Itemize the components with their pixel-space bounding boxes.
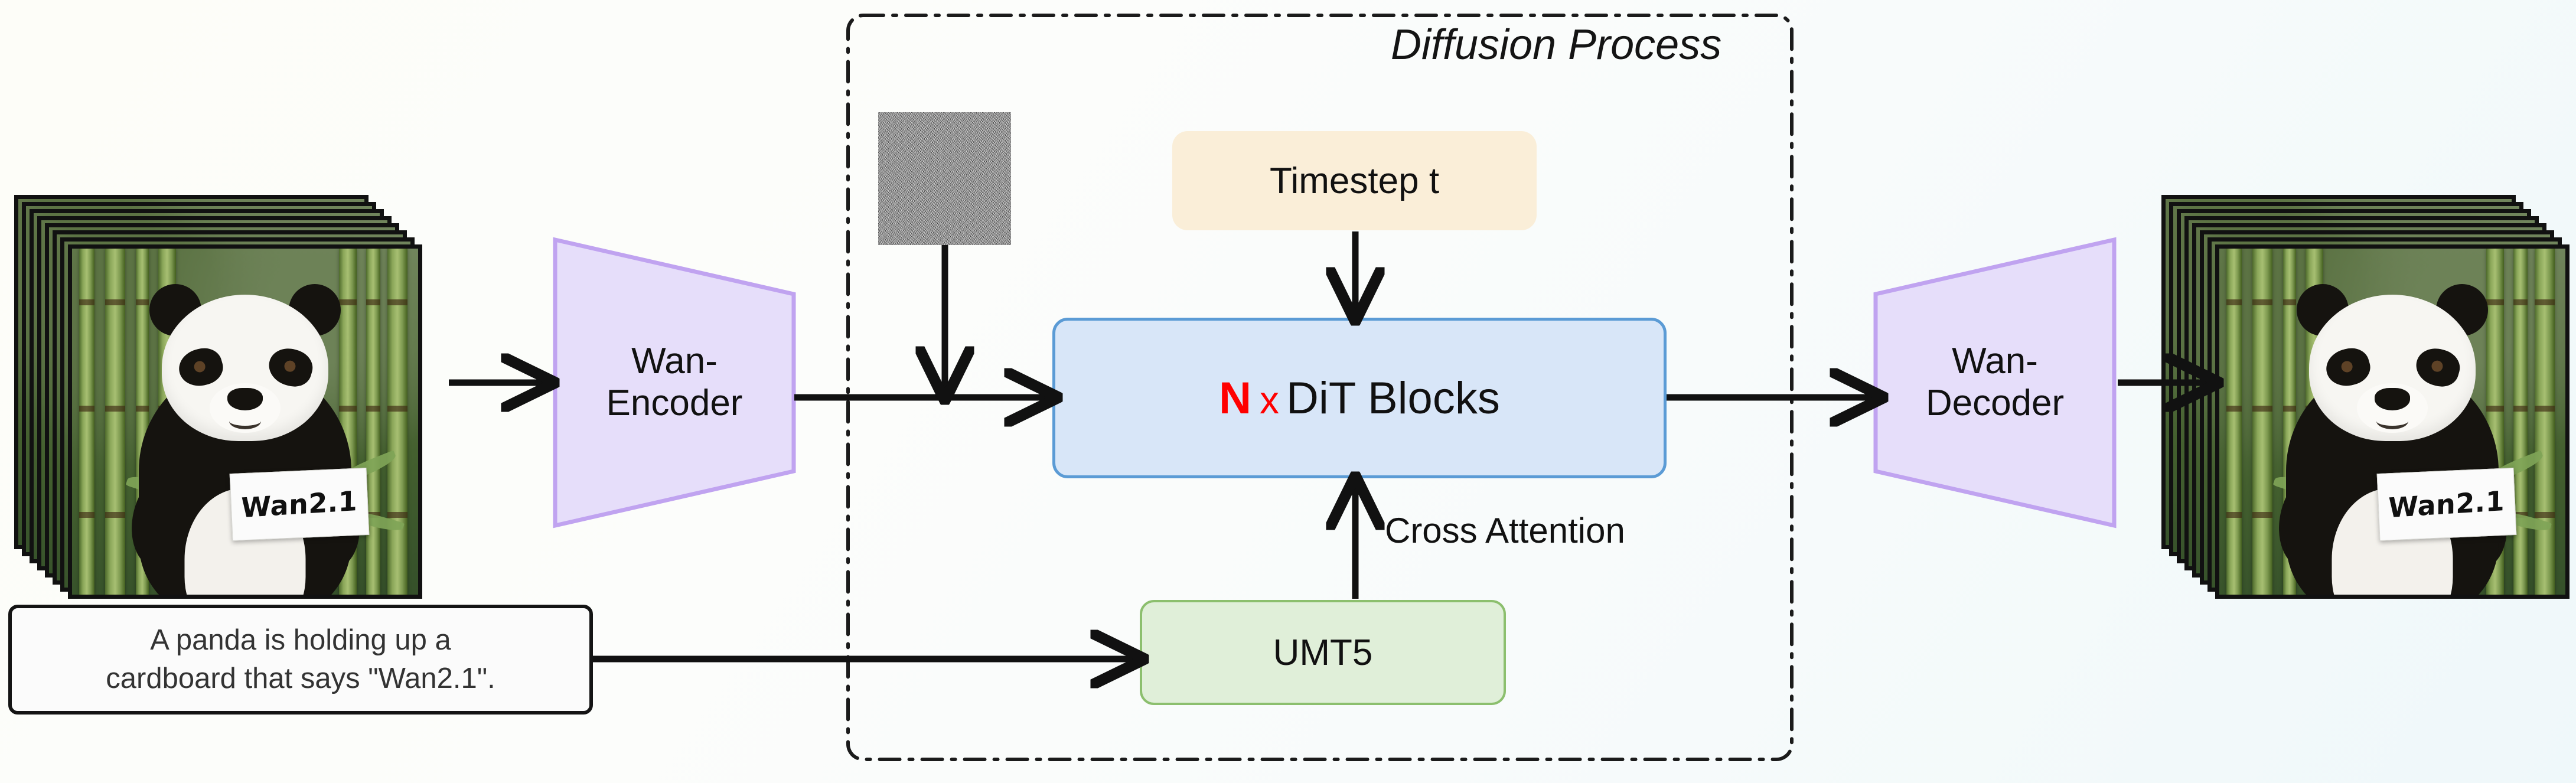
panda-pupil <box>2340 360 2354 374</box>
noise-latent-patch <box>878 112 1011 245</box>
panda-pupil <box>283 359 297 373</box>
bamboo-stalk <box>79 249 94 595</box>
noise-grain-texture <box>878 112 1011 245</box>
panda-pupil <box>193 360 207 374</box>
panda-nose <box>2375 388 2410 410</box>
input-video-frame-stack: Wan2.1 <box>14 195 428 599</box>
cross-attention-label: Cross Attention <box>1385 511 1625 550</box>
bamboo-stalk <box>2535 249 2555 595</box>
prompt-text: A panda is holding up a cardboard that s… <box>90 621 510 697</box>
panda-pupil <box>2430 359 2444 373</box>
video-frame-front: Wan2.1 <box>68 244 422 599</box>
umt5-text-encoder-block[interactable]: UMT5 <box>1140 600 1506 705</box>
video-frame-front: Wan2.1 <box>2215 244 2570 599</box>
wan-encoder-block[interactable]: Wan- Encoder <box>550 235 798 530</box>
panda-mouth <box>229 413 261 429</box>
dit-blocks-label: DiT Blocks <box>1286 373 1500 423</box>
timestep-block[interactable]: Timestep t <box>1172 131 1537 230</box>
cardboard-sign-text: Wan2.1 <box>241 484 358 524</box>
diffusion-process-label: Diffusion Process <box>1391 21 1722 68</box>
bamboo-stalk <box>2513 249 2528 595</box>
wan-decoder-block[interactable]: Wan- Decoder <box>1871 235 2119 530</box>
panda-mouth <box>2376 413 2408 429</box>
panda-nose <box>227 388 263 410</box>
bamboo-stalk <box>105 249 125 595</box>
cardboard-sign: Wan2.1 <box>229 467 370 541</box>
bamboo-stalk <box>387 249 407 595</box>
prompt-text-box[interactable]: A panda is holding up a cardboard that s… <box>8 605 593 715</box>
wan-encoder-shape <box>553 237 796 528</box>
output-video-frame-stack: Wan2.1 <box>2161 195 2575 599</box>
bamboo-stalk <box>366 249 380 595</box>
bamboo-stalk <box>2226 249 2242 595</box>
cardboard-sign: Wan2.1 <box>2376 467 2517 541</box>
bamboo-stalk <box>2252 249 2272 595</box>
dit-repeat-count: N <box>1219 373 1252 423</box>
wan-decoder-shape <box>1873 237 2117 528</box>
cardboard-sign-text: Wan2.1 <box>2388 484 2505 524</box>
prompt-line-2: cardboard that says "Wan2.1". <box>106 663 495 694</box>
umt5-label: UMT5 <box>1273 632 1373 673</box>
prompt-line-1: A panda is holding up a <box>150 624 451 657</box>
timestep-label: Timestep t <box>1269 160 1440 201</box>
dit-times-symbol: x <box>1260 377 1280 422</box>
